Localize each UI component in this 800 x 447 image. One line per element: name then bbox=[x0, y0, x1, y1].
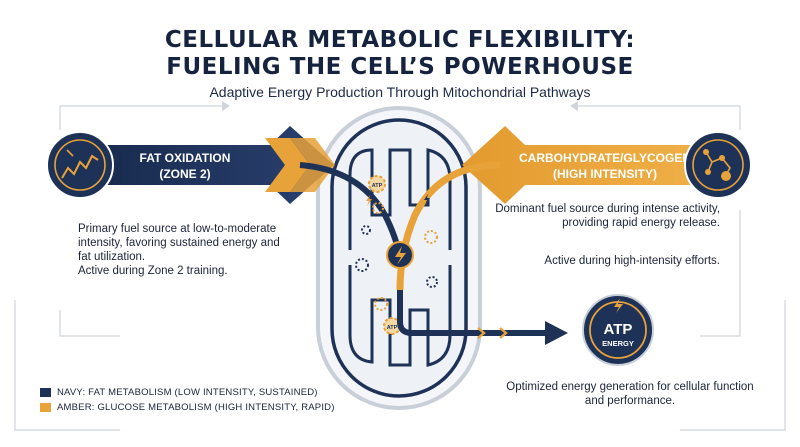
legend-amber-label: AMBER: GLUCOSE METABOLISM (HIGH INTENSIT… bbox=[57, 402, 335, 413]
gear-icon bbox=[355, 258, 369, 272]
gear-icon bbox=[426, 276, 438, 288]
arrowhead-gray-right bbox=[570, 101, 578, 111]
fat-description: Primary fuel source at low-to-moderate i… bbox=[78, 223, 280, 263]
fat-chain-icon bbox=[46, 131, 114, 199]
subtitle: Adaptive Energy Production Through Mitoc… bbox=[209, 84, 591, 100]
bolt-icon bbox=[366, 195, 372, 206]
atp-output-arrowhead bbox=[545, 321, 568, 345]
carb-banner-subtitle: (HIGH INTENSITY) bbox=[553, 167, 657, 181]
fat-oxidation-banner: FAT OXIDATION (ZONE 2) bbox=[70, 126, 335, 204]
cristae bbox=[348, 148, 452, 250]
legend-navy-label: NAVY: FAT METABOLISM (LOW INTENSITY, SUS… bbox=[57, 387, 318, 398]
cristae-lower bbox=[348, 265, 452, 367]
legend-swatch-amber bbox=[40, 403, 51, 412]
energy-core bbox=[386, 241, 414, 269]
atp-description: Optimized energy generation for cellular… bbox=[506, 381, 754, 407]
gear-icon bbox=[361, 225, 371, 235]
carb-active-note: Active during high-intensity efforts. bbox=[544, 255, 720, 267]
gear-icon bbox=[374, 297, 388, 311]
atp-label: ATP bbox=[604, 321, 633, 338]
carbohydrate-banner: CARBOHYDRATE/GLYCOGEN (HIGH INTENSITY) bbox=[462, 126, 725, 204]
chevron-right-icon bbox=[499, 327, 508, 339]
atp-energy-badge: ATP ENERGY bbox=[582, 294, 654, 366]
gear-atp-label-bottom: ATP bbox=[387, 325, 398, 331]
atp-output-path bbox=[397, 290, 545, 336]
chevron-right-icon bbox=[477, 327, 486, 339]
gear-atp-label-top: ATP bbox=[372, 183, 383, 189]
glycogen-molecule-icon bbox=[684, 131, 752, 199]
gear-icon bbox=[424, 230, 438, 244]
fat-active-note: Active during Zone 2 training. bbox=[78, 265, 228, 277]
gear-icon bbox=[372, 202, 384, 214]
carb-description: Dominant fuel source during intense acti… bbox=[495, 203, 720, 229]
frame-lines bbox=[14, 105, 786, 431]
legend-amber: AMBER: GLUCOSE METABOLISM (HIGH INTENSIT… bbox=[40, 402, 335, 413]
legend-navy: NAVY: FAT METABOLISM (LOW INTENSITY, SUS… bbox=[40, 387, 318, 398]
carb-banner-title: CARBOHYDRATE/GLYCOGEN bbox=[519, 151, 691, 165]
bolt-icon bbox=[614, 298, 623, 313]
title-line-1: CELLULAR METABOLIC FLEXIBILITY: bbox=[164, 27, 636, 53]
fat-banner-subtitle: (ZONE 2) bbox=[159, 167, 210, 181]
atp-energy-label: ENERGY bbox=[602, 339, 634, 348]
bolt-icon bbox=[424, 194, 430, 205]
gear-icon: ATP bbox=[368, 175, 386, 193]
title-line-2: FUELING THE CELL’S POWERHOUSE bbox=[166, 54, 634, 80]
arrowhead-gray-left bbox=[222, 101, 230, 111]
legend-swatch-navy bbox=[40, 388, 51, 397]
fat-banner-title: FAT OXIDATION bbox=[140, 151, 231, 165]
